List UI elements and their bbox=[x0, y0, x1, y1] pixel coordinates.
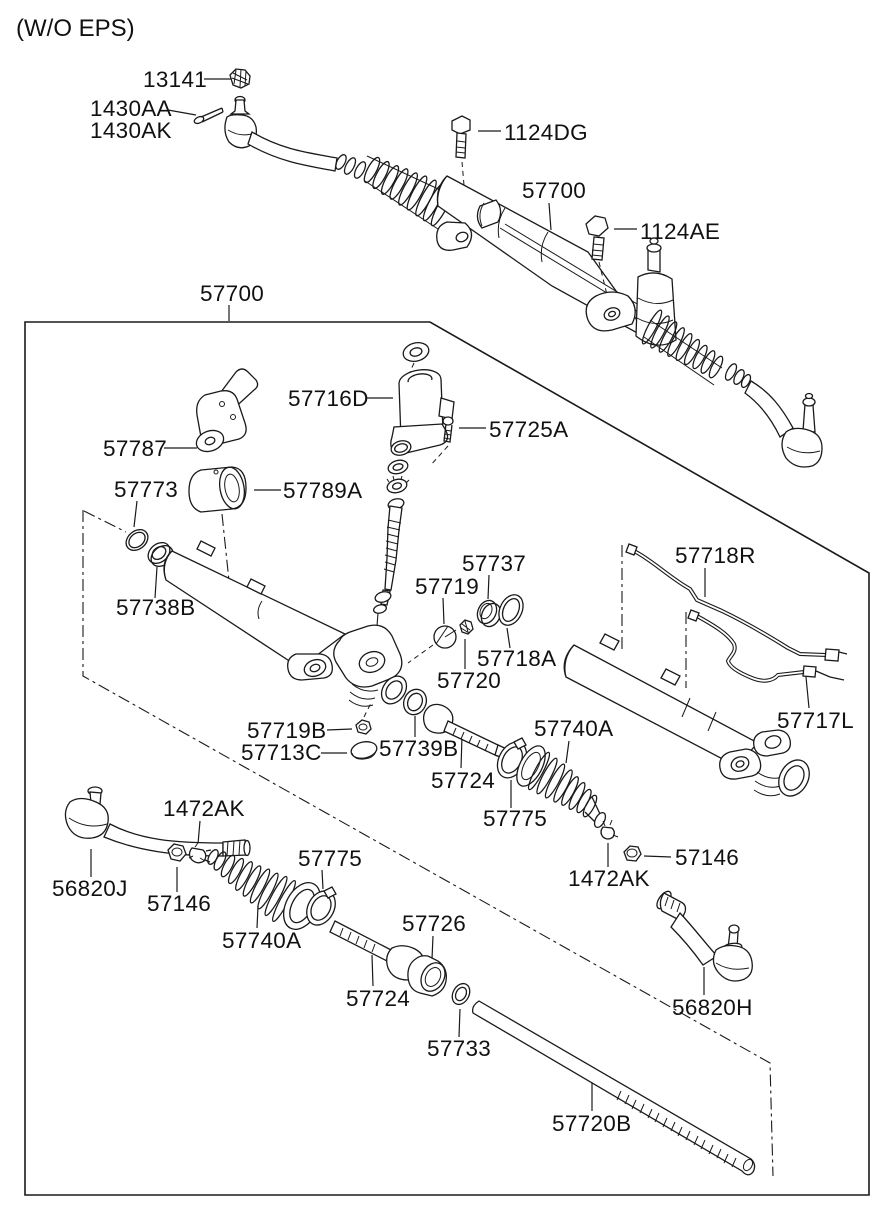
steering-gear-assembly bbox=[224, 95, 823, 468]
pinion-housing bbox=[287, 624, 408, 707]
part-label-57718A: 57718A bbox=[477, 646, 556, 671]
part-label-57733: 57733 bbox=[427, 1036, 491, 1061]
nut-57719B bbox=[355, 700, 373, 735]
part-label-57725A: 57725A bbox=[489, 417, 568, 442]
part-label-57720: 57720 bbox=[437, 668, 501, 693]
part-label-57740A-right: 57740A bbox=[534, 716, 613, 741]
boot-clip-left bbox=[188, 842, 207, 864]
variant-note: (W/O EPS) bbox=[16, 15, 135, 42]
part-label-57724-right: 57724 bbox=[431, 768, 495, 793]
part-label-57726: 57726 bbox=[402, 911, 466, 936]
part-label-57737: 57737 bbox=[462, 551, 526, 576]
pinion-shaft-stack bbox=[372, 440, 412, 614]
part-label-57789A: 57789A bbox=[283, 478, 362, 503]
lock-nut-left bbox=[167, 843, 187, 862]
part-label-57738B: 57738B bbox=[116, 595, 195, 620]
feed-pipe-57717L bbox=[687, 609, 845, 683]
part-label-57773: 57773 bbox=[114, 477, 178, 502]
o-ring-57773 bbox=[125, 529, 149, 551]
part-label-1472AK-right: 1472AK bbox=[568, 866, 650, 891]
boot-clip-right bbox=[600, 819, 619, 840]
part-label-57716D: 57716D bbox=[288, 386, 369, 411]
label-layer: (W/O EPS) 13141 1430AA 1430AK 1124DG 577… bbox=[16, 15, 854, 1136]
lock-nut-right bbox=[623, 845, 642, 862]
yoke-plug-57719 bbox=[407, 625, 457, 664]
part-label-57775-right: 57775 bbox=[483, 806, 547, 831]
grommet bbox=[402, 342, 430, 373]
part-label-57146-right: 57146 bbox=[675, 845, 739, 870]
bushing-57737 bbox=[476, 599, 502, 628]
part-label-57787: 57787 bbox=[103, 436, 167, 461]
seal-ring-57739B bbox=[402, 688, 428, 716]
section-lines bbox=[82, 510, 774, 1177]
part-label-57717L: 57717L bbox=[777, 708, 854, 733]
snap-ring-57718A bbox=[498, 594, 524, 626]
cap-57713C bbox=[350, 741, 378, 760]
part-label-57740A-left: 57740A bbox=[222, 928, 301, 953]
mount-bracket-57787 bbox=[195, 368, 259, 453]
rack-bar-57720B bbox=[471, 1000, 756, 1176]
part-label-57700-box: 57700 bbox=[200, 281, 264, 306]
part-label-57775-left: 57775 bbox=[298, 846, 362, 871]
castle-nut-13141 bbox=[229, 68, 251, 89]
part-label-57719B: 57719B bbox=[247, 718, 326, 743]
cylinder-tube-right bbox=[563, 633, 810, 797]
part-label-57700-top: 57700 bbox=[522, 178, 586, 203]
rack-housing-tube bbox=[163, 540, 347, 669]
leader-lines bbox=[90, 78, 810, 1111]
seal-57733 bbox=[451, 982, 471, 1006]
bushing-57738B bbox=[147, 542, 174, 567]
part-label-57718R: 57718R bbox=[675, 543, 756, 568]
split-pin-1430 bbox=[193, 107, 224, 125]
feed-pipe-57718R bbox=[625, 543, 848, 662]
mount-bushing-57726 bbox=[407, 955, 447, 997]
part-label-57720B: 57720B bbox=[552, 1111, 631, 1136]
outer-tie-rod-56820H bbox=[656, 890, 753, 982]
part-label-1124DG: 1124DG bbox=[504, 120, 588, 145]
part-label-1430AK: 1430AK bbox=[90, 118, 172, 143]
bellows-boot-right bbox=[516, 745, 607, 829]
part-label-56820J: 56820J bbox=[52, 876, 128, 901]
part-label-57146-left: 57146 bbox=[147, 891, 211, 916]
part-label-1472AK-left: 1472AK bbox=[163, 796, 245, 821]
nut-57720 bbox=[459, 619, 474, 635]
boot-clamp-left bbox=[306, 886, 337, 926]
part-label-57739B: 57739B bbox=[379, 736, 458, 761]
rack-bushing-57789A bbox=[188, 466, 247, 513]
part-label-57719: 57719 bbox=[415, 574, 479, 599]
part-label-13141: 13141 bbox=[143, 67, 207, 92]
bleed-screw-57725A bbox=[442, 416, 454, 443]
part-label-1430AA: 1430AA bbox=[90, 96, 172, 121]
assembly-boundary-box bbox=[24, 321, 870, 1196]
part-label-56820H: 56820H bbox=[672, 995, 753, 1020]
part-label-57724-left: 57724 bbox=[346, 986, 410, 1011]
part-label-57713C: 57713C bbox=[241, 740, 322, 765]
